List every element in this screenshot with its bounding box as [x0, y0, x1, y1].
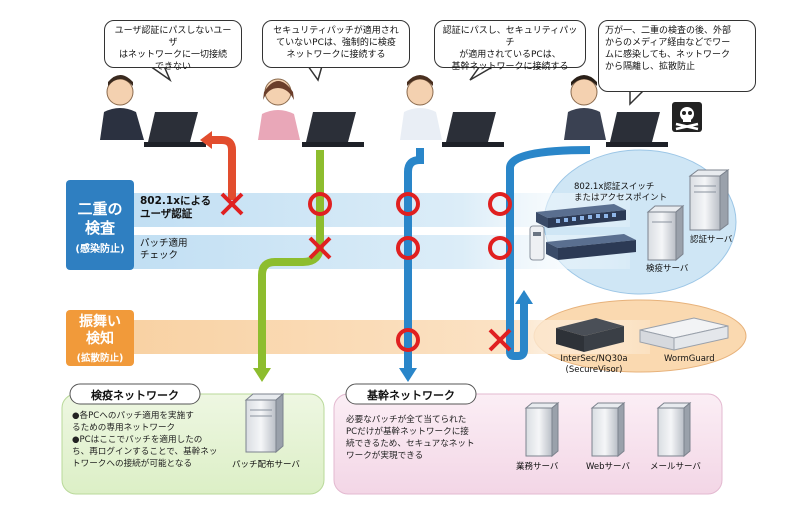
inspection-title-bg	[66, 180, 134, 270]
auth-server-icon	[688, 169, 730, 231]
blue-path-3-arrow	[399, 368, 417, 382]
mark-pass-behavior-3	[396, 328, 420, 352]
mark-pass-patch-3	[396, 236, 420, 260]
bubble-tail-4	[629, 89, 646, 106]
behavior-subtitle: (拡散防止)	[76, 353, 124, 364]
behavior-title: 振舞い 検知	[79, 314, 121, 347]
web-server-label: Webサーバ	[586, 462, 630, 472]
core-title-bg	[345, 383, 477, 405]
bubble-unpatched: セキュリティパッチが適用され ていないPCは、強制的に検疫 ネットワークに接続す…	[262, 20, 410, 68]
blue-path-4	[506, 146, 591, 352]
mark-fail-patch-2	[308, 236, 332, 260]
mail-server-label: メールサーバ	[650, 462, 701, 472]
bubble-tail-2	[306, 65, 323, 82]
intersec-label: InterSec/NQ30a (SecureVisor)	[560, 354, 628, 375]
quarantine-server-icon	[646, 204, 685, 262]
patch-row-label: パッチ適用 チェック	[140, 238, 188, 261]
inspection-subtitle: (感染防止)	[75, 244, 125, 255]
auth-row-label: 802.1xによる ユーザ認証	[140, 195, 212, 220]
quarantine-server-label: 検疫サーバ	[646, 264, 689, 274]
quarantine-net-title: 検疫ネットワーク	[91, 389, 179, 402]
core-net-title: 基幹ネットワーク	[367, 389, 455, 402]
core-net-body: 必要なパッチが全て当てられた PCだけが基幹ネットワークに接 続できるため、セキ…	[346, 415, 475, 461]
quarantine-net-body: ●各PCへのパッチ適用を実施す るための専用ネットワーク ●PCはここでパッチを…	[72, 411, 218, 469]
user-figures	[100, 75, 668, 147]
business-server-icon	[524, 401, 560, 458]
mark-pass-auth-4	[488, 192, 512, 216]
mark-fail-behavior-4	[488, 328, 512, 352]
access-point-icon	[529, 225, 545, 261]
red-path-arrow	[200, 131, 212, 149]
bubble-unauthenticated: ユーザ認証にパスしないユーザ はネットワークに一切接続 できない	[104, 20, 242, 72]
green-path	[258, 150, 324, 372]
blue-path-3	[404, 148, 424, 372]
mark-pass-auth-3	[396, 192, 420, 216]
behavior-title-bg	[66, 310, 134, 366]
patch-server-label: パッチ配布サーバ	[232, 460, 300, 470]
wormguard-appliance-icon	[639, 317, 729, 351]
auth-server-label: 認証サーバ	[690, 235, 733, 245]
mail-server-icon	[656, 401, 692, 458]
mark-pass-patch-4	[488, 236, 512, 260]
patch-server-icon	[244, 392, 285, 454]
mark-pass-auth-2	[308, 192, 332, 216]
green-path-arrow	[253, 368, 271, 382]
inspection-title: 二重の 検査	[77, 200, 123, 237]
bubble-authenticated: 認証にパスし、セキュリティパッチ が適用されているPCは、 基幹ネットワークに接…	[434, 20, 586, 72]
skull-icon	[672, 102, 702, 132]
switch-icon-2	[546, 234, 636, 260]
behavior-band	[70, 320, 650, 354]
intersec-appliance-icon	[556, 318, 624, 352]
wormguard-label: WormGuard	[664, 354, 715, 364]
switch-label: 802.1x認証スイッチ またはアクセスポイント	[574, 182, 668, 203]
mark-fail-auth-1	[220, 192, 244, 216]
blue-path-4-return	[506, 300, 528, 360]
blue-path-4-arrow	[515, 290, 533, 304]
business-server-label: 業務サーバ	[516, 462, 559, 472]
web-server-icon	[590, 401, 626, 458]
switch-icon	[536, 204, 626, 228]
quarantine-title-bg	[69, 383, 201, 405]
red-path	[205, 136, 236, 200]
bubble-worm: 万が一、二重の検査の後、外部 からのメディア経由などでワー ムに感染しても、ネッ…	[598, 20, 756, 92]
